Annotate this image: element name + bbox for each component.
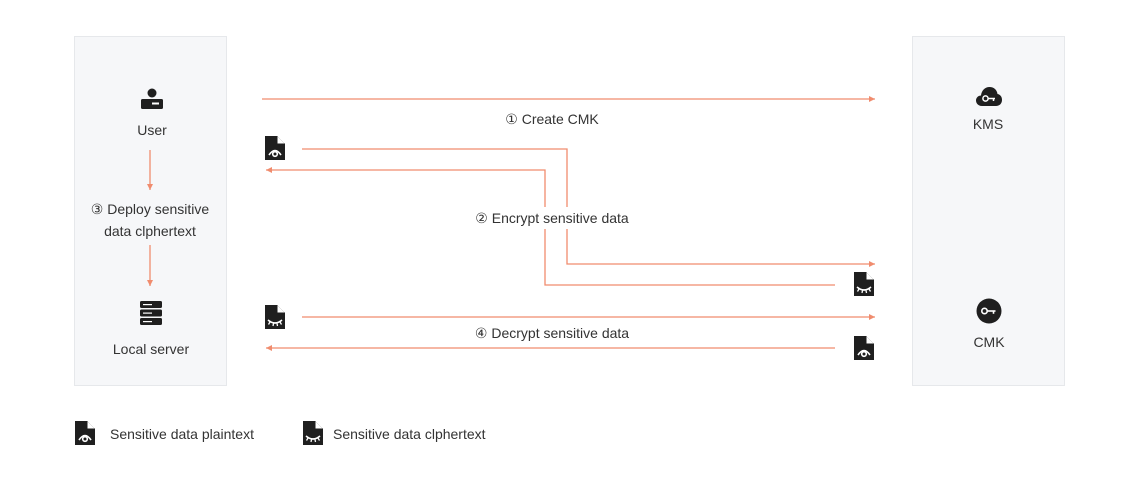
server-icon (140, 301, 162, 325)
plaintext-document-icon (854, 336, 874, 360)
decrypt-step-label: ④ Decrypt sensitive data (474, 325, 630, 341)
encrypt-request-arrow (302, 148, 875, 267)
plaintext-document-icon (265, 136, 285, 160)
user-icon (141, 88, 163, 109)
legend-ciphertext-icon (303, 421, 323, 445)
local-server-label: Local server (112, 341, 190, 357)
kms-label: KMS (972, 116, 1004, 132)
create-cmk-step-label: ① Create CMK (505, 111, 599, 127)
deploy-step-line2: data clphertext (104, 223, 196, 239)
ciphertext-document-icon (265, 305, 285, 329)
user-label: User (137, 122, 167, 138)
ciphertext-document-icon (854, 272, 874, 296)
kms-cloud-key-icon (976, 87, 1002, 106)
legend-ciphertext-label: Sensitive data clphertext (333, 426, 486, 442)
deploy-step-line1: ③ Deploy sensitive (90, 201, 210, 217)
cmk-key-icon (976, 298, 1002, 324)
cmk-label: CMK (973, 334, 1005, 350)
legend-plaintext-icon (75, 421, 95, 445)
encrypt-step-label: ② Encrypt sensitive data (471, 207, 633, 229)
legend-plaintext-label: Sensitive data plaintext (110, 426, 254, 442)
